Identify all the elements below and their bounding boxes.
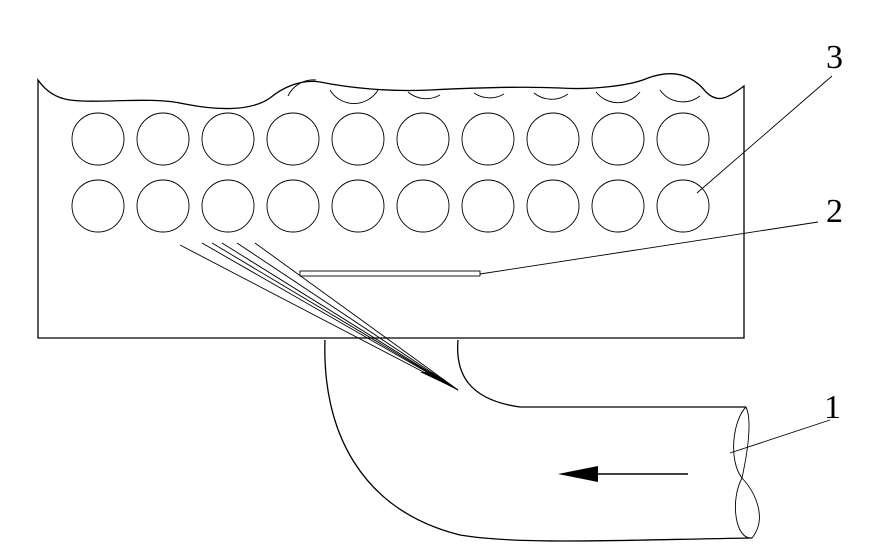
tube-circle — [396, 112, 450, 166]
tube-circle — [136, 179, 190, 233]
leader-line-3 — [696, 75, 833, 194]
tube-circle — [656, 179, 710, 233]
tube-circle — [71, 179, 125, 233]
tube-circle — [656, 112, 710, 166]
tube-circle — [71, 112, 125, 166]
leader-line-1 — [729, 419, 831, 454]
label-tubes: 3 — [826, 39, 843, 76]
leader-line-2 — [479, 221, 819, 275]
tube-circle — [461, 179, 515, 233]
label-pipe: 1 — [824, 389, 841, 426]
inlet-pipe — [324, 339, 760, 542]
tube-circle — [526, 112, 580, 166]
baffle-plate — [299, 270, 481, 277]
tube-circle — [331, 179, 385, 233]
tube-circle — [266, 179, 320, 233]
tube-circle — [266, 112, 320, 166]
arrow-left-icon — [558, 466, 688, 482]
tube-circle — [461, 112, 515, 166]
tube-circle — [136, 112, 190, 166]
jet-lines — [179, 242, 459, 391]
label-plate: 2 — [826, 193, 843, 230]
tube-bundle — [71, 112, 710, 233]
tube-circle — [396, 179, 450, 233]
tube-circle — [201, 179, 255, 233]
tube-circle — [201, 112, 255, 166]
tube-circle — [526, 179, 580, 233]
tube-circle — [591, 179, 645, 233]
tube-circle — [331, 112, 385, 166]
vessel-outline — [37, 72, 745, 339]
tube-circle — [591, 112, 645, 166]
top-partial-tubes — [287, 79, 701, 105]
